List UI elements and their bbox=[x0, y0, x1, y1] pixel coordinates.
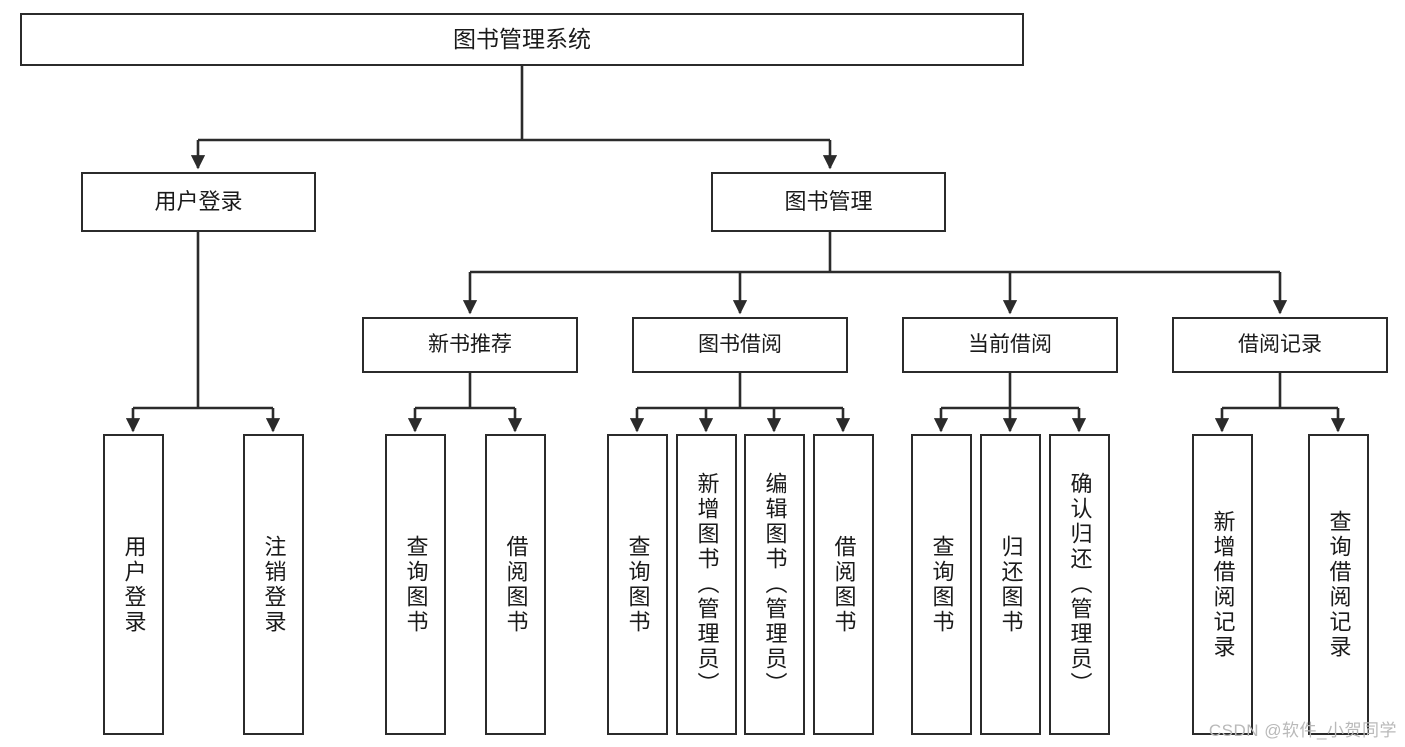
leaf-user-login-signout[interactable]: 注销登录 bbox=[243, 434, 304, 735]
leaf-record-add-record[interactable]: 新增借阅记录 bbox=[1192, 434, 1253, 735]
leaf-borrow-borrow-book[interactable]: 借阅图书 bbox=[813, 434, 874, 735]
node-label: 新增图书（管理员） bbox=[694, 472, 720, 697]
leaf-borrow-query-book[interactable]: 查询图书 bbox=[607, 434, 668, 735]
leaf-new-book-borrow[interactable]: 借阅图书 bbox=[485, 434, 546, 735]
node-borrow-record[interactable]: 借阅记录 bbox=[1172, 317, 1388, 373]
leaf-current-confirm-return-admin[interactable]: 确认归还（管理员） bbox=[1049, 434, 1110, 735]
node-label: 当前借阅 bbox=[968, 333, 1052, 357]
node-new-book-recommend[interactable]: 新书推荐 bbox=[362, 317, 578, 373]
node-label: 图书借阅 bbox=[698, 333, 782, 357]
node-label: 借阅记录 bbox=[1238, 333, 1322, 357]
leaf-borrow-edit-book-admin[interactable]: 编辑图书（管理员） bbox=[744, 434, 805, 735]
node-label: 新增借阅记录 bbox=[1210, 509, 1236, 660]
node-label: 图书管理 bbox=[784, 188, 873, 214]
node-current-borrow[interactable]: 当前借阅 bbox=[902, 317, 1118, 373]
node-label: 图书管理系统 bbox=[453, 25, 591, 52]
node-book-borrow[interactable]: 图书借阅 bbox=[632, 317, 848, 373]
node-label: 编辑图书（管理员） bbox=[762, 472, 788, 697]
node-label: 确认归还（管理员） bbox=[1067, 472, 1093, 697]
node-system-root[interactable]: 图书管理系统 bbox=[20, 13, 1024, 66]
node-label: 查询借阅记录 bbox=[1326, 509, 1352, 660]
node-label: 用户登录 bbox=[154, 188, 243, 214]
node-label: 借阅图书 bbox=[503, 534, 529, 635]
node-label: 借阅图书 bbox=[831, 534, 857, 635]
leaf-user-login-signin[interactable]: 用户登录 bbox=[103, 434, 164, 735]
node-label: 查询图书 bbox=[403, 534, 429, 635]
node-label: 查询图书 bbox=[929, 534, 955, 635]
leaf-current-return-book[interactable]: 归还图书 bbox=[980, 434, 1041, 735]
leaf-new-book-query[interactable]: 查询图书 bbox=[385, 434, 446, 735]
node-book-management[interactable]: 图书管理 bbox=[711, 172, 946, 232]
node-label: 查询图书 bbox=[625, 534, 651, 635]
node-label: 注销登录 bbox=[261, 534, 287, 635]
node-user-login[interactable]: 用户登录 bbox=[81, 172, 316, 232]
node-label: 新书推荐 bbox=[428, 333, 512, 357]
leaf-borrow-add-book-admin[interactable]: 新增图书（管理员） bbox=[676, 434, 737, 735]
node-label: 用户登录 bbox=[121, 534, 147, 635]
leaf-record-query-record[interactable]: 查询借阅记录 bbox=[1308, 434, 1369, 735]
node-label: 归还图书 bbox=[998, 534, 1024, 635]
csdn-watermark: CSDN @软件_小贺同学 bbox=[1208, 721, 1397, 740]
leaf-current-query-book[interactable]: 查询图书 bbox=[911, 434, 972, 735]
